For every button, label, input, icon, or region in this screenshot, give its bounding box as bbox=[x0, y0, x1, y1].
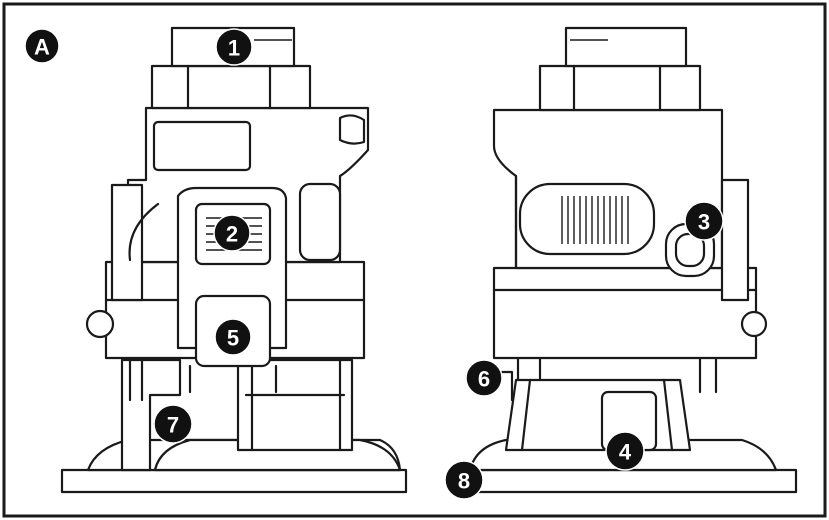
back-head-cap bbox=[564, 26, 688, 68]
callout-6: 6 bbox=[465, 359, 503, 397]
back-side-knob bbox=[740, 310, 768, 338]
front-view-drawing bbox=[60, 26, 408, 494]
callout-7-label: 7 bbox=[167, 413, 179, 438]
callout-4: 4 bbox=[605, 431, 645, 471]
back-view-drawing bbox=[450, 26, 798, 494]
callout-1: 1 bbox=[215, 28, 253, 66]
back-head-housing bbox=[538, 64, 702, 112]
panel-label: A bbox=[34, 35, 50, 60]
back-stand bbox=[504, 378, 692, 452]
callout-5-label: 5 bbox=[227, 326, 239, 351]
front-right-foot bbox=[236, 358, 354, 452]
callout-2-label: 2 bbox=[226, 222, 238, 247]
callout-3: 3 bbox=[684, 201, 724, 241]
panel-label-badge: A bbox=[24, 28, 60, 64]
callout-5: 5 bbox=[214, 318, 252, 356]
callout-4-label: 4 bbox=[619, 440, 632, 465]
callout-8: 8 bbox=[444, 460, 484, 500]
callout-6-label: 6 bbox=[478, 367, 490, 392]
callout-1-label: 1 bbox=[228, 36, 240, 61]
front-corner-knob bbox=[338, 114, 366, 145]
back-body-lower bbox=[492, 266, 758, 360]
front-head-housing bbox=[150, 64, 312, 110]
callout-8-label: 8 bbox=[458, 469, 470, 494]
callout-7: 7 bbox=[153, 404, 193, 444]
front-left-leg bbox=[120, 358, 182, 472]
front-label-window bbox=[152, 120, 252, 172]
front-side-knob bbox=[85, 309, 115, 339]
callout-3-label: 3 bbox=[698, 210, 710, 235]
callout-2: 2 bbox=[213, 214, 251, 252]
back-base-plate bbox=[450, 468, 798, 494]
back-grip-panel bbox=[518, 182, 656, 256]
front-base-plate bbox=[60, 468, 408, 494]
